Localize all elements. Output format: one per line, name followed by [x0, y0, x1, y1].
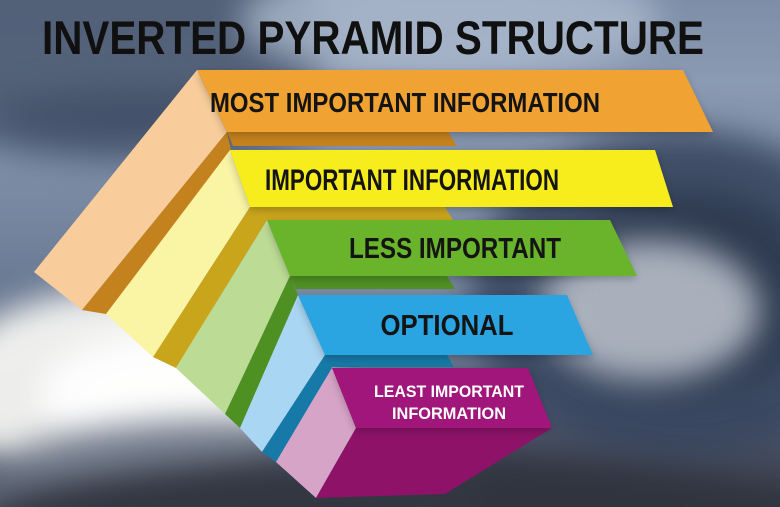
level-2-bottom-edge — [250, 207, 453, 220]
pyramid-level-4: OPTIONAL — [240, 295, 593, 462]
pyramid-level-3: LESS IMPORTANT — [176, 220, 637, 428]
level-5-label-line1: LEAST IMPORTANT — [374, 382, 525, 401]
level-5-side-face — [276, 368, 356, 498]
level-2-side-face — [106, 150, 250, 357]
level-4-label: OPTIONAL — [381, 310, 514, 342]
level-5-bottom-face — [316, 428, 552, 498]
pyramid-level-5: LEAST IMPORTANT INFORMATION — [276, 368, 552, 498]
level-5-label-line2: INFORMATION — [392, 404, 506, 423]
level-2-front-face — [230, 150, 673, 207]
level-1-label: MOST IMPORTANT INFORMATION — [210, 87, 600, 118]
page-title: INVERTED PYRAMID STRUCTURE — [42, 11, 704, 64]
level-3-front-face — [267, 220, 637, 276]
pyramid-level-2: IMPORTANT INFORMATION — [106, 150, 673, 368]
level-2-label: IMPORTANT INFORMATION — [265, 164, 559, 197]
level-4-front-face — [298, 295, 593, 355]
level-1-bottom-side-face — [82, 132, 231, 314]
level-3-bottom-edge — [290, 276, 455, 289]
level-4-side-face — [240, 295, 325, 452]
level-3-bottom-side-face — [225, 276, 298, 428]
level-4-bottom-edge — [325, 355, 454, 367]
level-3-side-face — [176, 220, 290, 414]
level-2-bottom-side-face — [153, 207, 267, 368]
level-1-side-face — [34, 70, 227, 310]
pyramid-level-1: MOST IMPORTANT INFORMATION — [34, 70, 713, 314]
level-3-label: LESS IMPORTANT — [349, 233, 561, 265]
level-1-bottom-edge — [227, 132, 457, 146]
level-5-front-face — [332, 368, 552, 428]
level-4-bottom-side-face — [262, 355, 332, 462]
level-1-front-face — [197, 70, 713, 132]
